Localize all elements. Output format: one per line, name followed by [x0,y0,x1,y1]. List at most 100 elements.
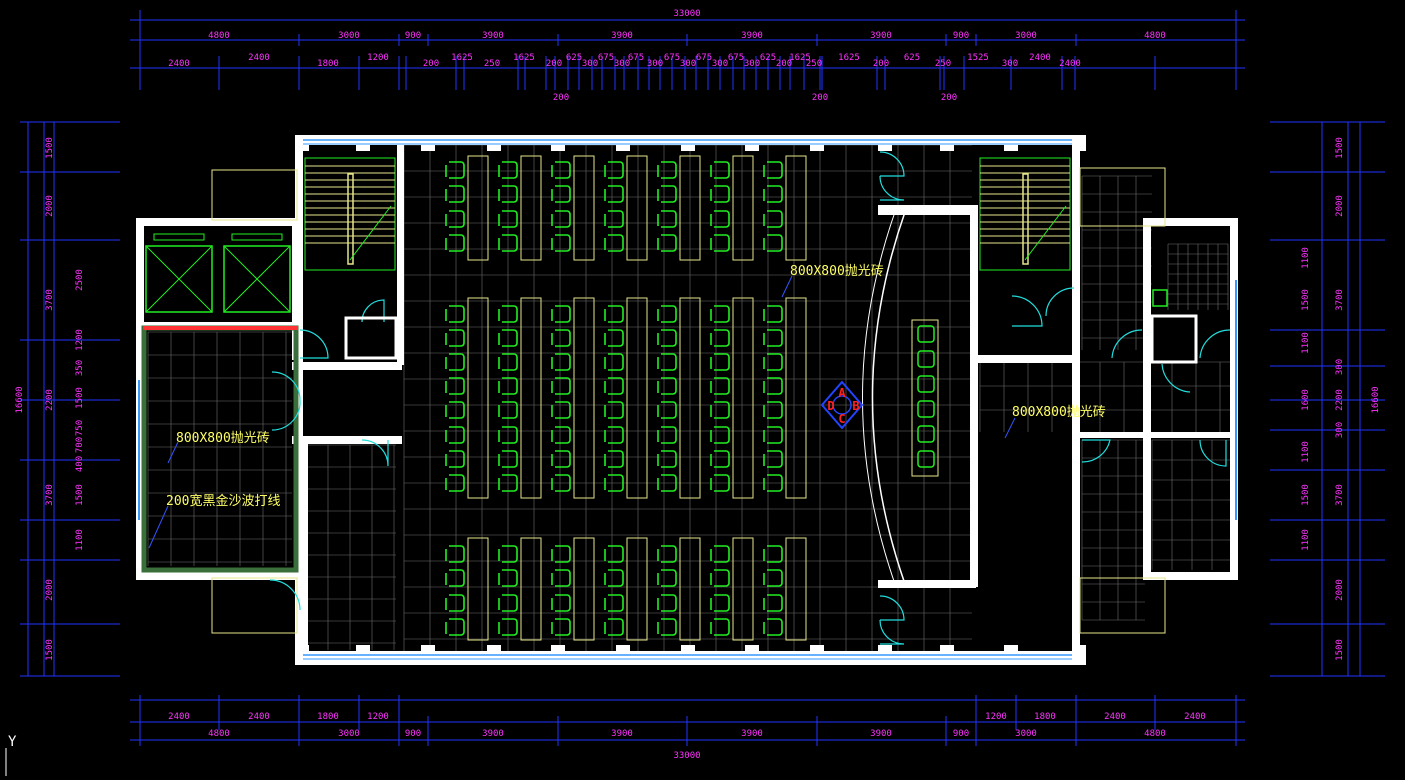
student-chair [551,329,571,347]
student-chair [551,353,571,371]
black-gold-border [141,325,299,573]
dim-text: 1500 [45,137,55,159]
student-chair [498,353,518,371]
dim-text: 4800 [1144,31,1166,41]
door-swing [879,619,905,645]
dim-text: 400 [75,456,85,472]
dim-text: 1200 [367,53,389,63]
student-chair [445,426,465,444]
dim-text: 4800 [1144,729,1166,739]
dim-text: 2000 [45,195,55,217]
student-chair [604,234,624,252]
student-desk [573,297,595,499]
wall-segment [878,580,976,588]
student-desk [626,155,648,261]
student-chair [763,474,783,492]
podium-chair [917,425,935,443]
student-chair [763,401,783,419]
dim-text: 1500 [1301,289,1311,311]
student-chair [498,305,518,323]
student-chair [445,569,465,587]
student-chair [604,329,624,347]
toilet-room [1150,314,1198,364]
student-chair [710,569,730,587]
dim-text: 1100 [1301,529,1311,551]
student-chair [657,185,677,203]
dim-text: 2400 [168,712,190,722]
dim-text: 1800 [317,59,339,69]
student-chair [551,401,571,419]
student-chair [604,426,624,444]
student-chair [445,161,465,179]
dim-text: 2400 [248,712,270,722]
student-chair [657,329,677,347]
dim-text: 1200 [985,712,1007,722]
student-desk [679,537,701,641]
door-swing [1199,439,1227,467]
student-chair [551,450,571,468]
student-chair [710,161,730,179]
student-chair [604,545,624,563]
student-chair [763,618,783,636]
structural-column [616,135,630,151]
dim-text: 1500 [75,484,85,506]
student-chair [551,305,571,323]
student-chair [445,185,465,203]
dim-text: 300 [744,59,760,69]
door-swing [299,329,329,359]
dim-text: 3000 [1015,31,1037,41]
student-chair [657,161,677,179]
dim-text: 2400 [1029,53,1051,63]
student-chair [604,450,624,468]
elevator-cross [145,245,213,313]
dim-text: 1100 [1301,332,1311,354]
student-chair [498,594,518,612]
student-chair [763,234,783,252]
structural-column [551,135,565,151]
tile-label-left: 800X800抛光砖 [176,431,270,446]
student-chair [498,569,518,587]
student-chair [551,545,571,563]
student-chair [445,329,465,347]
student-desk [732,537,754,641]
student-chair [604,618,624,636]
student-chair [498,210,518,228]
dim-text: 1625 [451,53,473,63]
student-chair [763,545,783,563]
dim-text: 300 [1002,59,1018,69]
dim-text: 1800 [1034,712,1056,722]
student-chair [657,234,677,252]
student-chair [710,450,730,468]
dim-text: 1100 [1301,441,1311,463]
structural-column [295,135,309,151]
dim-text: 3700 [1335,484,1345,506]
student-chair [763,305,783,323]
student-chair [604,353,624,371]
door-swing [879,151,905,177]
tile-label-center: 800X800抛光砖 [790,264,884,279]
student-desk [679,297,701,499]
wall-segment [136,218,300,226]
student-desk [467,537,489,641]
dim-text: 750 [75,420,85,436]
stair-arrow [1024,205,1067,261]
student-chair [657,401,677,419]
student-chair [498,377,518,395]
student-chair [551,618,571,636]
wall-segment [1230,218,1238,578]
closet [344,316,398,360]
structural-column [421,135,435,151]
dim-text: 2400 [1184,712,1206,722]
student-chair [604,185,624,203]
structural-column [745,135,759,151]
dim-text: 700 [75,437,85,453]
dim-text: 1500 [75,387,85,409]
dim-text: 200 [423,59,439,69]
podium-table [911,319,939,477]
elevator-door [231,233,283,241]
dim-left-total: 16600 [15,386,25,413]
